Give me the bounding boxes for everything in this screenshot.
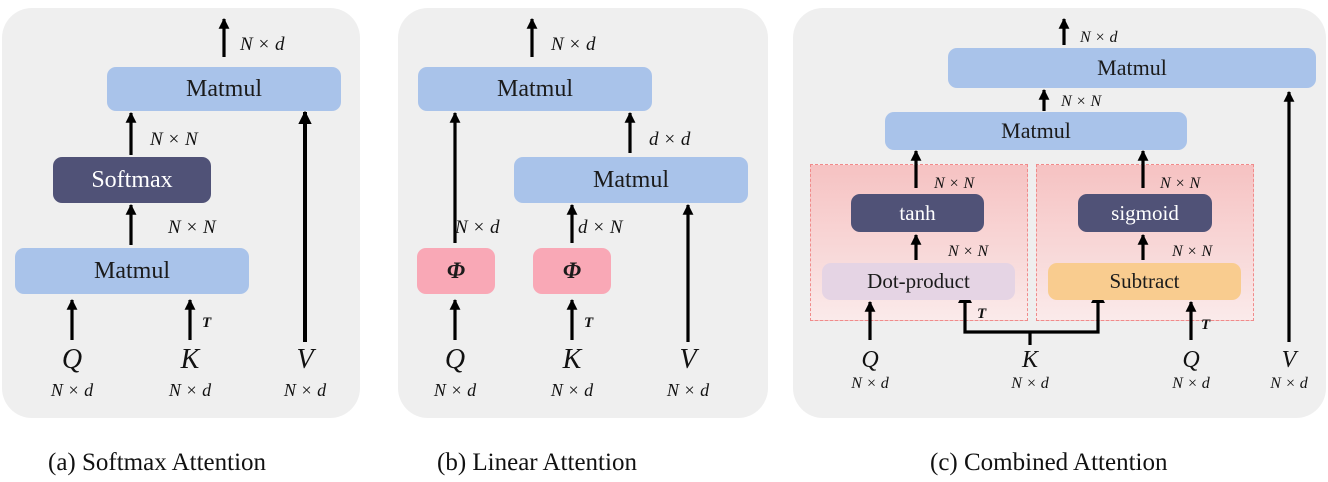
dim-label-b-inner-out: d × d: [649, 129, 691, 150]
dim-label-c-dot-out: N × N: [948, 243, 989, 260]
tanh-box: tanh: [851, 194, 984, 232]
phi-box-left: Φ: [417, 248, 495, 294]
dim-label-b-phi-left: N × d: [455, 217, 500, 238]
softmax-box: Softmax: [53, 157, 211, 203]
input-k-c: K: [1021, 347, 1038, 373]
input-v-a: V: [296, 344, 314, 375]
dim-label-c-sigmoid-out: N × N: [1160, 175, 1201, 192]
dim-label-c-output: N × d: [1080, 29, 1118, 46]
input-v-b: V: [679, 344, 697, 375]
input-k-a: K: [180, 344, 200, 375]
matmul-box-a-top: Matmul: [107, 67, 341, 111]
dim-k-c: N × d: [1011, 375, 1049, 392]
dim-v-c: N × d: [1270, 375, 1308, 392]
input-q-b: Q: [444, 344, 466, 375]
transpose-label-c-k: T: [977, 306, 987, 322]
transpose-label-c-q: T: [1201, 317, 1211, 333]
input-v-c: V: [1281, 347, 1297, 373]
dim-k-b: N × d: [550, 380, 594, 400]
dim-label-b-phi-right: d × N: [578, 217, 623, 238]
dim-q-b: N × d: [433, 380, 477, 400]
input-q-c-left: Q: [861, 347, 879, 373]
matmul-box-c-mid: Matmul: [885, 112, 1187, 150]
transpose-label-a: T: [202, 315, 212, 331]
dim-k-a: N × d: [168, 380, 212, 400]
dim-label-c-mid: N × N: [1061, 93, 1102, 110]
dim-label-a-upper: N × N: [150, 129, 198, 150]
dot-product-box: Dot-product: [822, 263, 1015, 300]
dim-label-c-sub-out: N × N: [1172, 243, 1213, 260]
dim-label-a-lower: N × N: [168, 217, 216, 238]
input-q-a: Q: [61, 344, 83, 375]
input-k-b: K: [562, 344, 582, 375]
subtract-box: Subtract: [1048, 263, 1241, 300]
dim-v-a: N × d: [283, 380, 327, 400]
dim-label-c-tanh-out: N × N: [934, 175, 975, 192]
caption-b: (b) Linear Attention: [437, 449, 637, 476]
dim-label-b-output: N × d: [551, 34, 596, 55]
dim-q-c-right: N × d: [1172, 375, 1210, 392]
dim-v-b: N × d: [666, 380, 710, 400]
caption-a: (a) Softmax Attention: [48, 449, 267, 476]
input-q-c-right: Q: [1182, 347, 1200, 373]
matmul-box-b-top: Matmul: [418, 67, 652, 111]
dim-q-a: N × d: [50, 380, 94, 400]
dim-q-c-left: N × d: [851, 375, 889, 392]
caption-c: (c) Combined Attention: [930, 449, 1168, 476]
phi-box-right: Φ: [533, 248, 611, 294]
matmul-box-b-inner: Matmul: [514, 157, 748, 203]
transpose-label-b: T: [584, 315, 594, 331]
matmul-box-a-bottom: Matmul: [15, 248, 249, 294]
matmul-box-c-top: Matmul: [948, 48, 1316, 88]
sigmoid-box: sigmoid: [1078, 194, 1212, 232]
dim-label-a-output: N × d: [240, 34, 285, 55]
